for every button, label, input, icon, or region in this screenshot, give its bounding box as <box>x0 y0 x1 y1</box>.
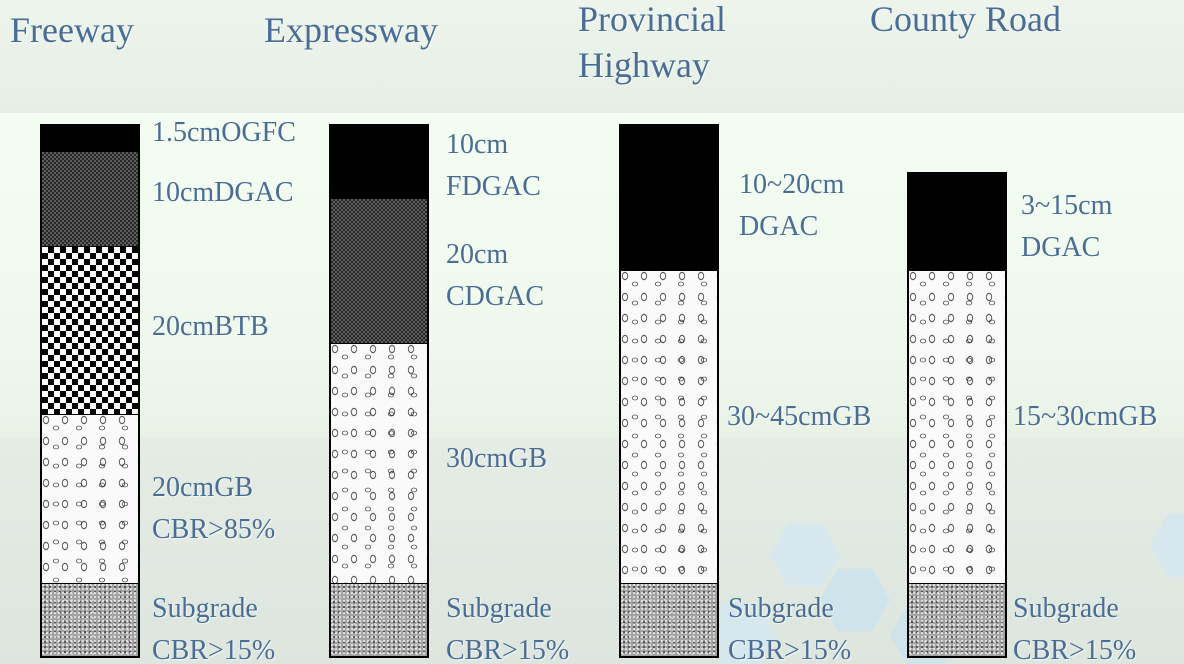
column-title-county-road: County Road <box>870 0 1062 39</box>
pavement-column-provincial-highway <box>619 124 719 658</box>
layer-label: 20cmGB CBR>85% <box>152 472 276 545</box>
layer-subgrade <box>909 584 1005 656</box>
column-title-expressway: Expressway <box>264 10 438 50</box>
layer-fdgac <box>331 126 427 199</box>
layer-btb <box>42 247 138 415</box>
pavement-column-expressway <box>329 124 429 658</box>
layer-label: 20cm CDGAC <box>446 239 545 312</box>
layer-label: 10cmDGAC <box>152 177 294 208</box>
background-top-band <box>0 0 1184 113</box>
layer-label: 20cmBTB <box>152 311 269 342</box>
layer-cdgac <box>331 199 427 344</box>
column-title-provincial-highway: Provincial Highway <box>578 0 726 85</box>
layer-dgac <box>621 126 717 271</box>
column-title-freeway: Freeway <box>10 10 134 50</box>
layer-dgac <box>909 174 1005 271</box>
layer-label: 30cmGB <box>446 443 548 474</box>
layer-gb <box>909 271 1005 584</box>
layer-label: 1.5cmOGFC <box>152 117 296 148</box>
layer-label: 10~20cm DGAC <box>739 169 845 242</box>
layer-gb <box>621 271 717 584</box>
hexagon-decoration <box>820 568 890 632</box>
layer-subgrade <box>331 584 427 656</box>
layer-label: Subgrade CBR>15% <box>446 593 570 664</box>
layer-gb <box>42 415 138 584</box>
layer-dgac <box>42 152 138 247</box>
layer-label: Subgrade CBR>15% <box>152 593 276 664</box>
layer-label: 15~30cmGB <box>1013 401 1158 432</box>
layer-subgrade <box>621 584 717 656</box>
layer-gb <box>331 344 427 584</box>
layer-subgrade <box>42 584 138 656</box>
layer-label: Subgrade CBR>15% <box>728 593 852 664</box>
layer-label: Subgrade CBR>15% <box>1013 593 1137 664</box>
layer-label: 3~15cm DGAC <box>1021 190 1113 263</box>
layer-ogfc <box>42 126 138 152</box>
pavement-column-county-road <box>907 172 1007 658</box>
layer-label: 30~45cmGB <box>727 401 872 432</box>
layer-label: 10cm FDGAC <box>446 129 541 202</box>
pavement-column-freeway <box>40 124 140 658</box>
hexagon-decoration <box>770 523 840 587</box>
